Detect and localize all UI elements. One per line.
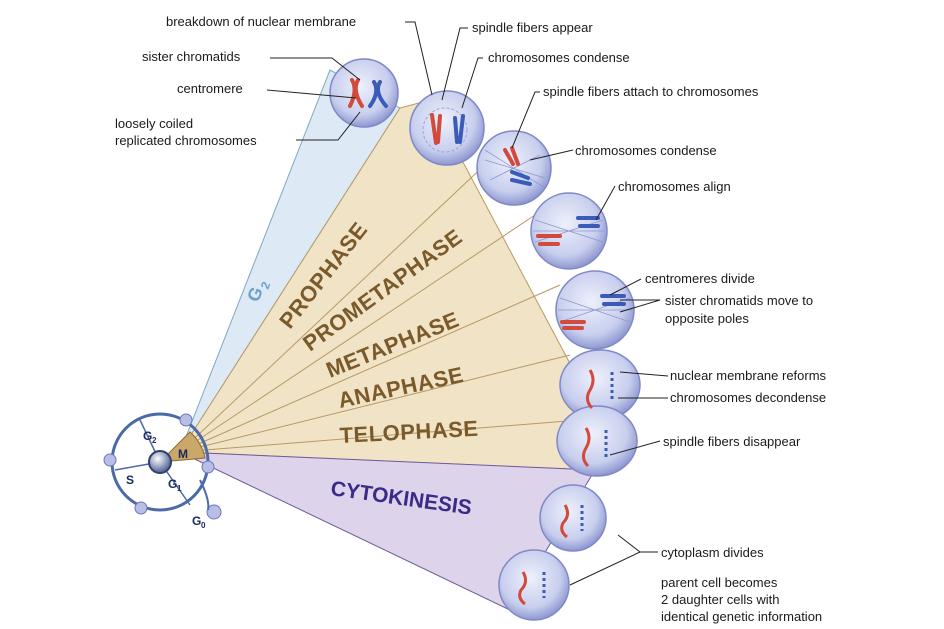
label-chromosomes-condense-2: chromosomes condense bbox=[575, 143, 717, 158]
svg-text:G: G bbox=[243, 284, 267, 304]
label-sister-chromatids-move: sister chromatids move to bbox=[665, 293, 814, 308]
daughter-cell-2 bbox=[498, 549, 570, 621]
anaphase-cell bbox=[555, 270, 635, 350]
label-centromeres-divide: centromeres divide bbox=[645, 271, 755, 286]
label-spindle-fibers-appear: spindle fibers appear bbox=[472, 20, 593, 35]
svg-text:G: G bbox=[143, 429, 152, 443]
g2-phase-label: G 2 bbox=[243, 279, 273, 304]
svg-text:2: 2 bbox=[152, 436, 157, 445]
svg-text:G: G bbox=[192, 514, 201, 528]
svg-text:1: 1 bbox=[177, 484, 182, 493]
label-chromosomes-decondense: chromosomes decondense bbox=[670, 390, 827, 405]
label-sister-chromatids: sister chromatids bbox=[142, 49, 241, 64]
daughter-cell-1 bbox=[539, 484, 607, 552]
label-nuclear-membrane-reforms: nuclear membrane reforms bbox=[670, 368, 827, 383]
phase-divider-lines bbox=[179, 159, 581, 453]
telophase-cell bbox=[556, 349, 641, 477]
svg-text:S: S bbox=[126, 473, 134, 487]
g2-cell bbox=[329, 58, 399, 128]
leader-lines bbox=[266, 21, 669, 586]
label-opposite-poles: opposite poles bbox=[665, 311, 749, 326]
cell-cycle-wheel: G 2 M S G 1 G 0 bbox=[103, 412, 222, 530]
svg-text:2: 2 bbox=[258, 279, 274, 291]
label-spindle-fibers-attach: spindle fibers attach to chromosomes bbox=[543, 84, 759, 99]
svg-text:0: 0 bbox=[201, 521, 206, 530]
label-chromosomes-condense-1: chromosomes condense bbox=[488, 50, 630, 65]
prometaphase-cell bbox=[476, 130, 552, 206]
prophase-cell bbox=[409, 90, 485, 166]
svg-text:M: M bbox=[178, 447, 188, 461]
metaphase-cell bbox=[530, 192, 608, 270]
label-chromosomes-align: chromosomes align bbox=[618, 179, 731, 194]
label-breakdown-nuclear-membrane: breakdown of nuclear membrane bbox=[166, 14, 357, 29]
label-loosely-coiled: loosely coiled bbox=[115, 116, 194, 131]
svg-text:G: G bbox=[168, 477, 177, 491]
label-cytoplasm-divides: cytoplasm divides bbox=[661, 545, 764, 560]
label-two-daughter-cells: 2 daughter cells with bbox=[661, 592, 780, 607]
label-replicated-chromosomes: replicated chromosomes bbox=[115, 133, 257, 148]
label-parent-cell-becomes: parent cell becomes bbox=[661, 575, 778, 590]
label-identical-genetic-information: identical genetic information bbox=[661, 609, 823, 624]
label-centromere: centromere bbox=[177, 81, 243, 96]
label-spindle-fibers-disappear: spindle fibers disappear bbox=[663, 434, 801, 449]
